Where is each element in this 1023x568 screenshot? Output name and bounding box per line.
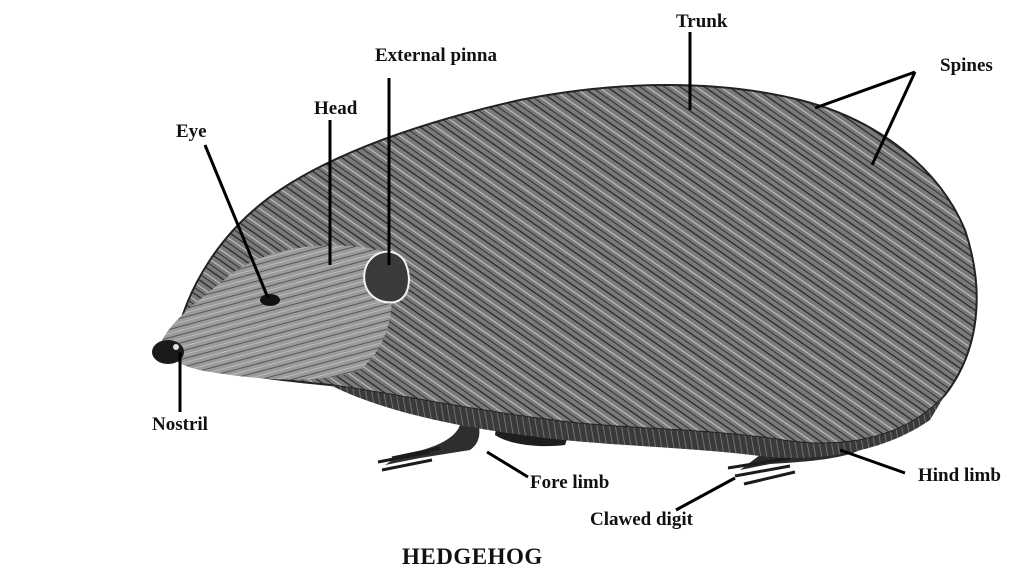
- label-trunk: Trunk: [676, 12, 727, 31]
- eye-shape: [260, 294, 280, 306]
- leader-hind-limb: [840, 450, 905, 473]
- label-eye: Eye: [176, 122, 207, 141]
- label-nostril: Nostril: [152, 415, 208, 434]
- leader-fore-limb: [487, 452, 528, 477]
- leader-clawed-digit: [676, 478, 735, 510]
- label-fore-limb: Fore limb: [530, 473, 609, 492]
- watermark-stroke: [55, 250, 160, 440]
- label-spines: Spines: [940, 56, 993, 75]
- label-external-pinna: External pinna: [375, 46, 497, 65]
- head-shape: [160, 245, 392, 379]
- label-clawed-digit: Clawed digit: [590, 510, 693, 529]
- ear-shape: [364, 252, 409, 303]
- label-head: Head: [314, 99, 357, 118]
- diagram-caption: HEDGEHOG: [402, 545, 543, 568]
- label-hind-limb: Hind limb: [918, 466, 1001, 485]
